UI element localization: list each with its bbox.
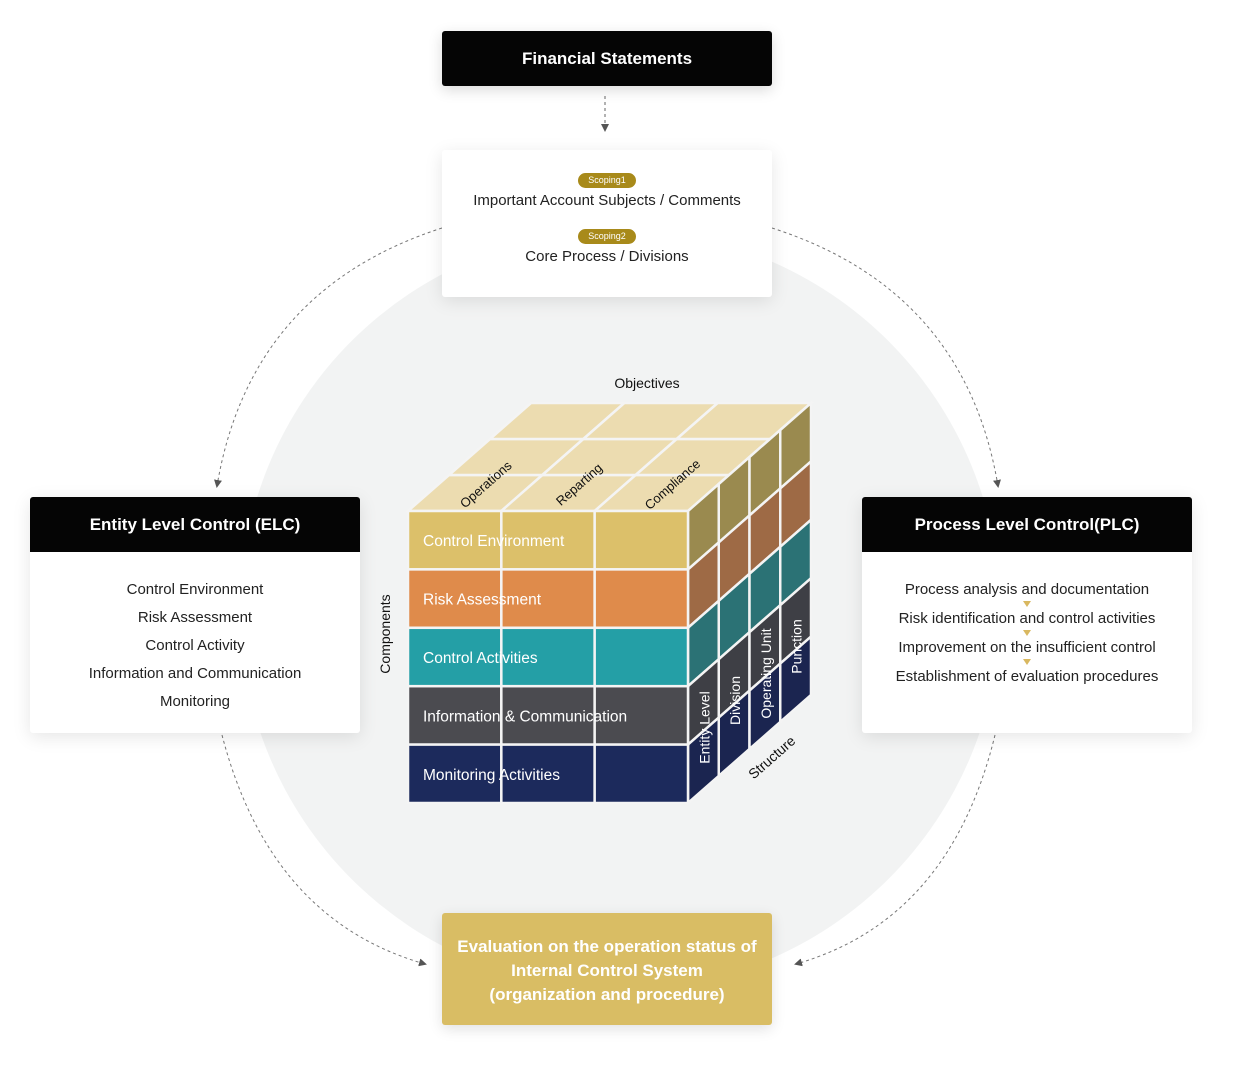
cube-front-cell xyxy=(500,743,596,805)
scoping2-text: Core Process / Divisions xyxy=(525,248,689,265)
arrow-elc-to-eval xyxy=(221,734,427,967)
scoping-item-2: Scoping2 Core Process / Divisions xyxy=(442,209,772,265)
cube-side-face xyxy=(686,400,813,806)
down-triangle-icon xyxy=(1023,659,1031,665)
cube-front-face xyxy=(406,509,690,805)
evaluation-line: (organization and procedure) xyxy=(489,985,725,1004)
structure-label: Operating Unit xyxy=(758,628,774,718)
evaluation-box: Evaluation on the operation status of In… xyxy=(442,913,772,1025)
scoping2-badge: Scoping2 xyxy=(578,229,636,244)
cube-front-cell xyxy=(593,509,690,571)
component-label: Monitoring Activities xyxy=(423,767,560,784)
cube-front-cell xyxy=(593,568,690,630)
evaluation-line: Evaluation on the operation status of xyxy=(457,937,757,956)
structure-label: Division xyxy=(727,676,743,725)
scoping-box: Scoping1 Important Account Subjects / Co… xyxy=(442,150,772,297)
plc-step: Process analysis and documentation xyxy=(904,581,1150,598)
financial-statements-title: Financial Statements xyxy=(521,48,693,68)
down-triangle-icon xyxy=(1023,601,1031,607)
scoping-item-1: Scoping1 Important Account Subjects / Co… xyxy=(442,150,772,209)
elc-title: Entity Level Control (ELC) xyxy=(30,497,360,552)
cube-front-cell xyxy=(593,626,690,688)
plc-list: Process analysis and documentation Risk … xyxy=(862,552,1192,687)
elc-item: Risk Assessment xyxy=(137,609,253,626)
scoping1-text: Important Account Subjects / Comments xyxy=(473,192,741,209)
objectives-axis-label: Objectives xyxy=(614,375,679,391)
elc-item: Information and Communication xyxy=(88,665,302,682)
component-label: Information & Communication xyxy=(423,708,627,725)
arrow-scoping-to-elc xyxy=(214,227,443,488)
component-label: Risk Assessment xyxy=(423,592,542,609)
elc-item: Control Activity xyxy=(145,637,245,654)
components-axis-label: Components xyxy=(377,594,393,673)
structure-label: Entity Level xyxy=(696,691,712,763)
plc-step: Improvement on the insufficient control xyxy=(898,639,1156,656)
arrow-scoping-to-plc xyxy=(771,227,1001,488)
arrow-plc-to-eval xyxy=(794,734,996,967)
evaluation-line: Internal Control System xyxy=(511,961,703,980)
cube-front-cell xyxy=(406,684,503,746)
cube-front-cell xyxy=(406,509,503,571)
component-label: Control Activities xyxy=(423,650,538,667)
elc-item: Monitoring xyxy=(159,693,231,710)
elc-list: Control Environment Risk Assessment Cont… xyxy=(30,552,360,716)
structure-label: Punction xyxy=(789,619,805,673)
elc-box: Entity Level Control (ELC) Control Envir… xyxy=(30,497,360,733)
plc-box: Process Level Control(PLC) Process analy… xyxy=(862,497,1192,733)
plc-step: Establishment of evaluation procedures xyxy=(895,668,1159,685)
elc-item: Control Environment xyxy=(126,581,264,598)
cube-front-cell xyxy=(593,684,690,746)
financial-statements-box: Financial Statements xyxy=(442,31,772,86)
cube-front-cell xyxy=(593,743,690,805)
cube-side-cell xyxy=(779,633,813,725)
plc-title: Process Level Control(PLC) xyxy=(862,497,1192,552)
scoping1-badge: Scoping1 xyxy=(578,173,636,188)
down-triangle-icon xyxy=(1023,630,1031,636)
component-label: Control Environment xyxy=(423,533,565,550)
plc-step: Risk identification and control activiti… xyxy=(898,610,1156,627)
cube-top-face xyxy=(404,401,815,513)
